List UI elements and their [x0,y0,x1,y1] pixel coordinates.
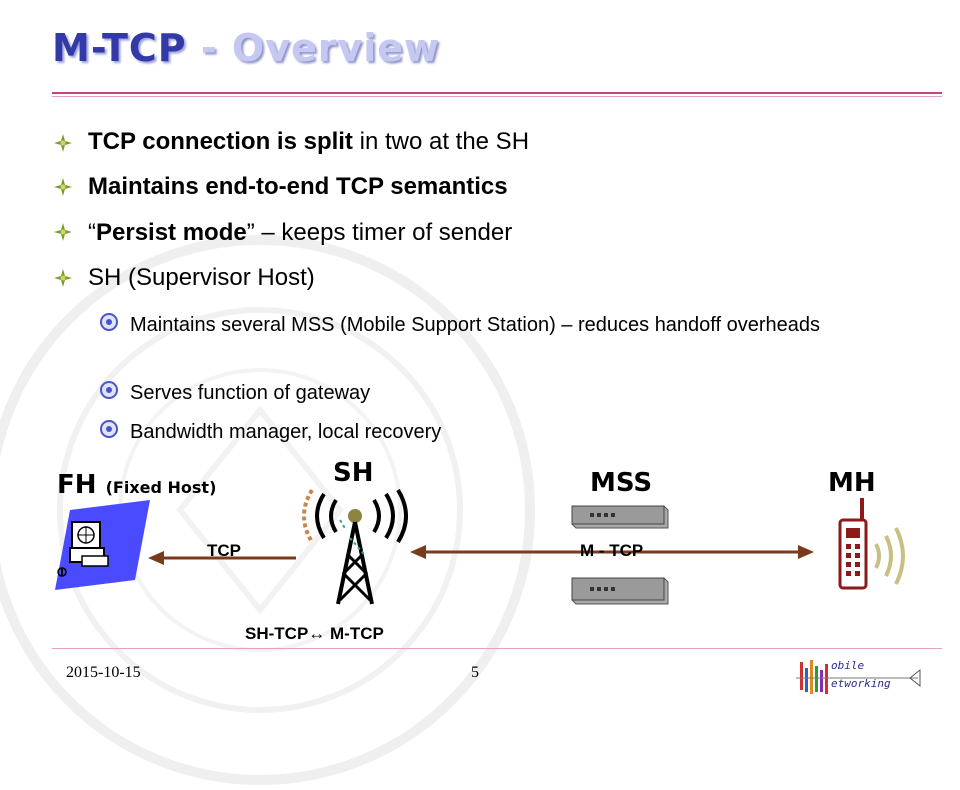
bullet-icons [54,134,72,287]
swirl-bullet-icon [100,420,118,438]
title-divider [52,92,942,94]
title-divider-thin [52,96,942,97]
slide-title: M-TCP - Overview [52,26,440,70]
tower-icon [302,488,408,605]
bullet-4-text: SH (Supervisor Host) [88,264,315,291]
bullet-3-bold: Persist mode [96,219,247,246]
title-rest: - Overview [186,26,441,70]
mss-box-icon [571,577,669,605]
swirl-bullet-icon [100,381,118,399]
shtcp-label: SH-TCP↔ M-TCP [245,624,384,644]
sub-bullet-2: Serves function of gateway [130,382,371,404]
tcp-link-label: TCP [207,541,241,560]
mtcp-link-label: M - TCP [580,541,644,560]
sh-label: SH [333,458,374,488]
title-strong: M-TCP [52,26,187,70]
fh-label-text: FH [57,470,97,500]
mobile-networking-logo [796,660,921,694]
bullet-1-text: in two at the SH [352,128,530,155]
shtcp-label-right: M-TCP [325,624,384,643]
fh-note: (Fixed Host) [105,478,217,497]
bullet-1: TCP connection is split in two at the SH [88,128,529,156]
shtcp-label-left: SH-TCP [245,624,309,643]
bullet-4: SH (Supervisor Host) [88,264,315,292]
star-bullet-icon [54,269,72,287]
sub-bullet-3: Bandwidth manager, local recovery [130,421,442,443]
mss-label: MSS [590,468,653,498]
bullet-2: Maintains end-to-end TCP semantics [88,173,508,201]
bullet-2-bold: Maintains end-to-end TCP semantics [88,173,508,200]
bullet-3-text: ” – keeps timer of sender [246,219,513,246]
sub-bullet-1: Maintains several MSS (Mobile Support St… [130,314,821,336]
bullet-1-bold: TCP connection is split [88,128,353,155]
logo-line-2: etworking [831,677,891,690]
bullet-3: “Persist mode” – keeps timer of sender [88,219,512,247]
mobile-phone-icon [838,498,905,590]
swirl-bullet-icon [100,313,118,331]
bullet-3-quote: “ [88,219,96,246]
tcp-link-arrow [148,551,296,565]
logo-line-1: obile [831,659,865,672]
page-number: 5 [471,664,479,681]
footer-date: 2015-10-15 [66,664,141,681]
mss-box-icon [571,505,669,529]
network-diagram [55,488,905,605]
star-bullet-icon [54,178,72,196]
star-bullet-icon [54,134,72,152]
fh-label: FH (Fixed Host) [57,470,216,500]
star-bullet-icon [54,223,72,241]
mtcp-link-arrow [410,545,814,559]
bidirectional-arrow-icon: ↔ [308,624,326,643]
sub-bullet-icons [100,313,118,438]
footer-divider [52,648,942,649]
computer-icon [55,500,150,590]
mh-label: MH [828,468,876,498]
